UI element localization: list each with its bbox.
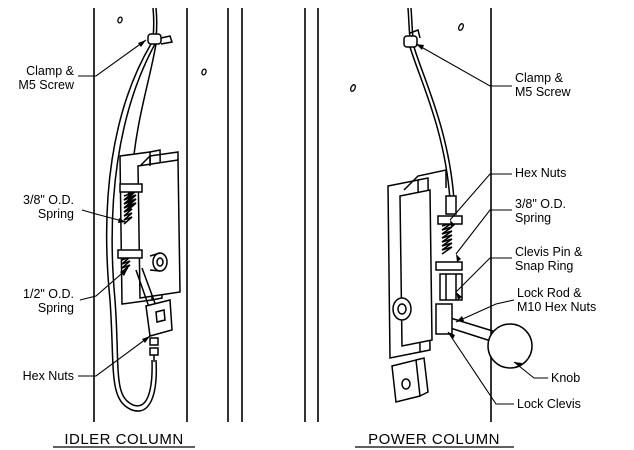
label-idler-hexnuts: Hex Nuts xyxy=(23,369,74,383)
power-labels: Clamp & M5 Screw Hex Nuts 3/8" O.D. Spri… xyxy=(515,71,596,411)
label-power-lockclevis: Lock Clevis xyxy=(517,397,581,411)
idler-labels: Clamp & M5 Screw 3/8" O.D. Spring 1/2" O… xyxy=(18,64,75,383)
label-power-clamp-line1: Clamp & xyxy=(515,71,564,85)
label-idler-spring12-line1: 1/2" O.D. xyxy=(23,287,74,301)
idler-assembly xyxy=(105,7,181,412)
label-power-knob: Knob xyxy=(551,371,580,385)
leader-lines xyxy=(78,39,548,405)
label-idler-spring38-line1: 3/8" O.D. xyxy=(23,193,74,207)
label-idler-spring38-line2: Spring xyxy=(38,207,74,221)
label-idler-clamp-line2: M5 Screw xyxy=(18,78,75,92)
column-holes xyxy=(117,16,464,92)
caption-power-column: POWER COLUMN xyxy=(368,431,500,448)
label-power-hexnuts: Hex Nuts xyxy=(515,166,566,180)
label-power-spring38-line1: 3/8" O.D. xyxy=(515,197,566,211)
label-power-clevispin-line1: Clevis Pin & xyxy=(515,245,583,259)
column-lines xyxy=(93,8,492,422)
label-power-clamp-line2: M5 Screw xyxy=(515,85,572,99)
label-power-clevispin-line2: Snap Ring xyxy=(515,259,573,273)
caption-idler-column: IDLER COLUMN xyxy=(64,431,183,448)
label-idler-spring12-line2: Spring xyxy=(38,301,74,315)
power-assembly xyxy=(387,7,533,403)
label-power-spring38-line2: Spring xyxy=(515,211,551,225)
label-power-lockrod-line1: Lock Rod & xyxy=(517,286,582,300)
label-idler-clamp-line1: Clamp & xyxy=(26,64,75,78)
label-power-lockrod-line2: M10 Hex Nuts xyxy=(517,300,596,314)
leader-arrows xyxy=(118,40,522,367)
